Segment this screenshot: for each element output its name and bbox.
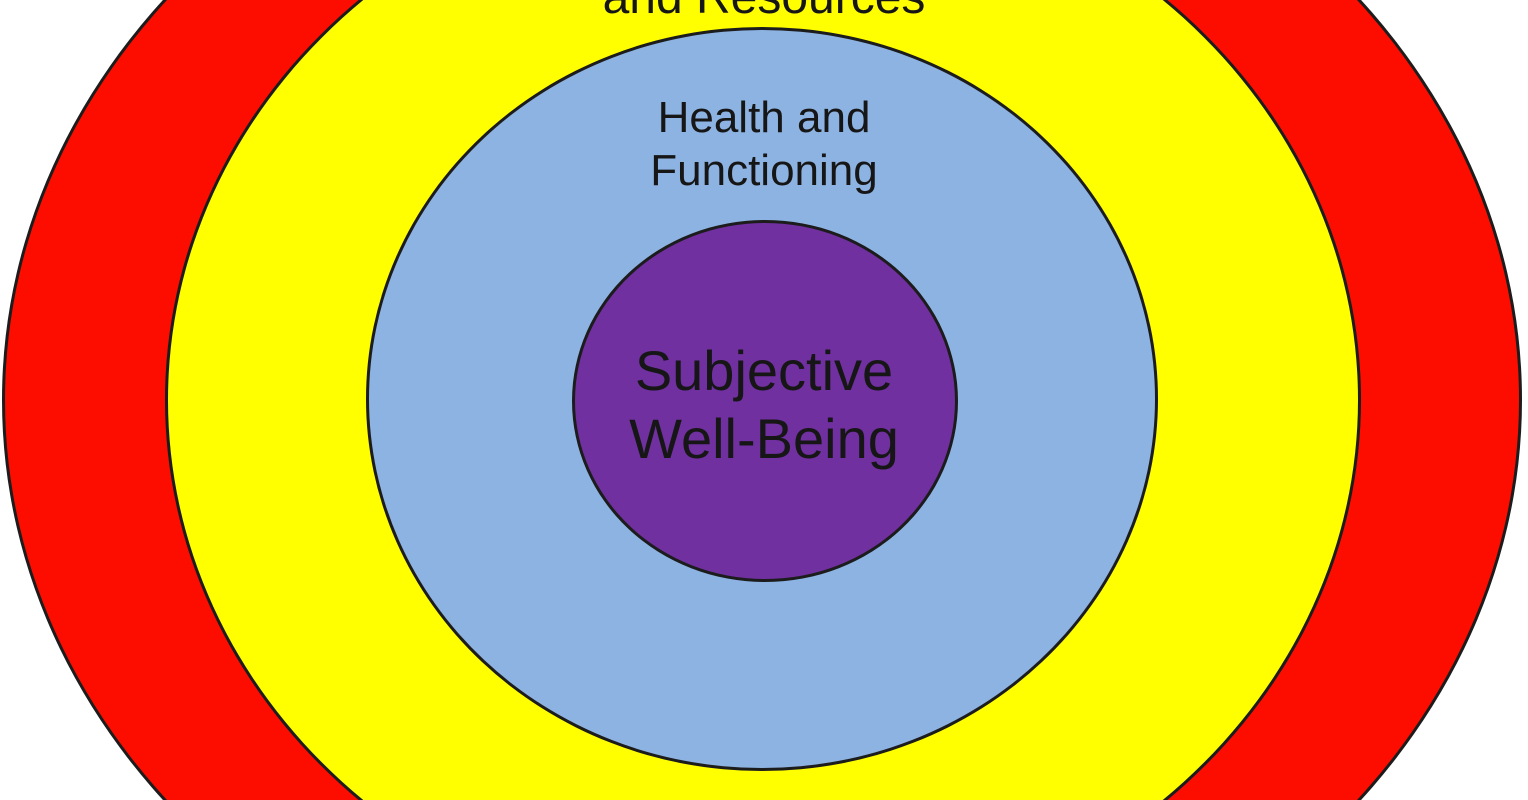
subjective-well-being-circle [572, 220, 958, 582]
yellow-ring-label-clipped: and Resources [603, 0, 926, 22]
subjective-well-being-label: Subjective Well-Being [629, 339, 899, 470]
health-functioning-label: Health and Functioning [650, 93, 878, 195]
